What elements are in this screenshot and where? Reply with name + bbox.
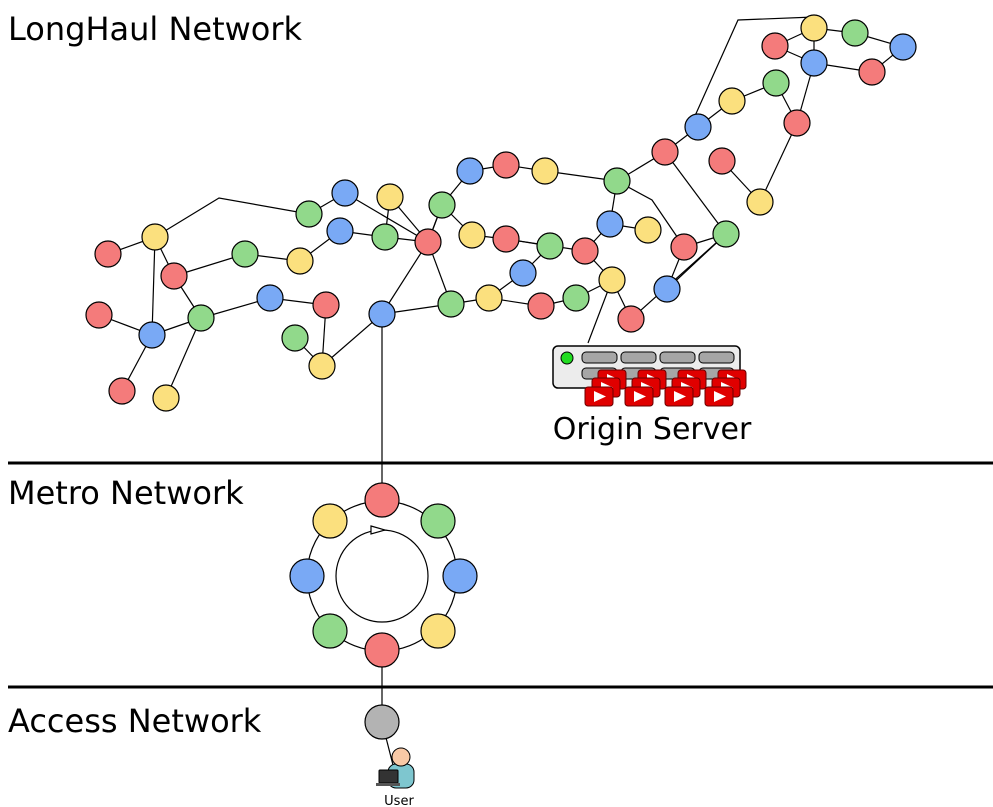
metro-router-node — [420, 613, 456, 649]
longhaul-router-node — [437, 290, 465, 318]
user-label: User — [384, 794, 414, 807]
longhaul-router-node — [531, 157, 559, 185]
longhaul-router-node — [94, 240, 122, 268]
longhaul-router-node — [492, 151, 520, 179]
longhaul-router-node — [152, 384, 180, 412]
longhaul-router-node — [475, 284, 503, 312]
longhaul-router-node — [598, 266, 626, 294]
ring-direction-arrow-icon — [370, 525, 388, 535]
longhaul-router-node — [371, 223, 399, 251]
longhaul-router-node — [684, 113, 712, 141]
metro-ring — [289, 482, 478, 668]
metro-ring-inner — [335, 529, 429, 623]
network-link — [381, 241, 429, 315]
longhaul-router-node — [138, 321, 166, 349]
longhaul-router-node — [326, 217, 354, 245]
longhaul-router-node — [603, 167, 631, 195]
metro-router-node — [420, 503, 456, 539]
access-title: Access Network — [8, 702, 262, 740]
longhaul-router-node — [651, 138, 679, 166]
longhaul-router-node — [256, 284, 284, 312]
video-icon — [704, 386, 734, 407]
longhaul-router-node — [85, 301, 113, 329]
network-link — [165, 317, 202, 399]
longhaul-router-node — [800, 49, 828, 77]
video-icon — [624, 386, 654, 407]
longhaul-router-node — [653, 275, 681, 303]
metro-router-node — [312, 503, 348, 539]
metro-router-node — [364, 482, 400, 518]
origin-server-label: Origin Server — [553, 412, 752, 447]
longhaul-router-node — [562, 284, 590, 312]
network-link — [630, 233, 727, 320]
metro-router-node — [289, 558, 325, 594]
longhaul-router-node — [712, 220, 740, 248]
longhaul-router-node — [286, 247, 314, 275]
network-link — [154, 197, 310, 238]
longhaul-router-node — [376, 183, 404, 211]
longhaul-router-node — [108, 377, 136, 405]
longhaul-router-node — [458, 221, 486, 249]
longhaul-router-node — [889, 33, 917, 61]
longhaul-router-node — [670, 233, 698, 261]
longhaul-router-node — [762, 69, 790, 97]
network-link — [689, 16, 815, 128]
access-node — [364, 704, 400, 740]
longhaul-router-node — [617, 305, 645, 333]
server-drive-bay — [698, 351, 735, 364]
longhaul-router-node — [718, 87, 746, 115]
network-link — [664, 151, 727, 235]
video-icon — [664, 386, 694, 407]
metro-router-node — [312, 613, 348, 649]
longhaul-router-node — [596, 210, 624, 238]
longhaul-router-node — [295, 200, 323, 228]
video-icon — [584, 386, 614, 407]
network-link — [759, 122, 798, 203]
video-content-icons — [584, 369, 747, 407]
server-drive-bay — [581, 351, 618, 364]
network-link — [344, 192, 429, 243]
longhaul-router-node — [761, 32, 789, 60]
longhaul-router-node — [331, 179, 359, 207]
longhaul-nodes — [85, 14, 917, 412]
longhaul-router-node — [509, 259, 537, 287]
longhaul-router-node — [571, 237, 599, 265]
longhaul-router-node — [456, 157, 484, 185]
longhaul-router-node — [783, 109, 811, 137]
longhaul-router-node — [708, 147, 736, 175]
metro-title: Metro Network — [8, 474, 244, 512]
longhaul-router-node — [492, 225, 520, 253]
longhaul-router-node — [858, 58, 886, 86]
laptop-icon — [378, 769, 399, 784]
longhaul-router-node — [368, 300, 396, 328]
longhaul-router-node — [414, 228, 442, 256]
longhaul-router-node — [160, 262, 188, 290]
longhaul-router-node — [308, 352, 336, 380]
longhaul-title: LongHaul Network — [8, 10, 303, 48]
longhaul-router-node — [428, 191, 456, 219]
longhaul-router-node — [841, 19, 869, 47]
longhaul-router-node — [536, 232, 564, 260]
longhaul-router-node — [746, 188, 774, 216]
metro-router-node — [442, 558, 478, 594]
metro-router-node — [364, 632, 400, 668]
longhaul-router-node — [187, 304, 215, 332]
metro-nodes — [289, 482, 478, 668]
longhaul-router-node — [231, 240, 259, 268]
server-drive-bay — [620, 351, 657, 364]
longhaul-router-node — [141, 223, 169, 251]
longhaul-router-node — [634, 216, 662, 244]
server-drive-bay — [659, 351, 696, 364]
user-icon — [376, 747, 415, 789]
longhaul-router-node — [800, 14, 828, 42]
longhaul-router-node — [281, 324, 309, 352]
origin-server-icon — [552, 345, 747, 407]
longhaul-router-node — [312, 291, 340, 319]
longhaul-router-node — [527, 292, 555, 320]
network-link — [151, 236, 156, 336]
